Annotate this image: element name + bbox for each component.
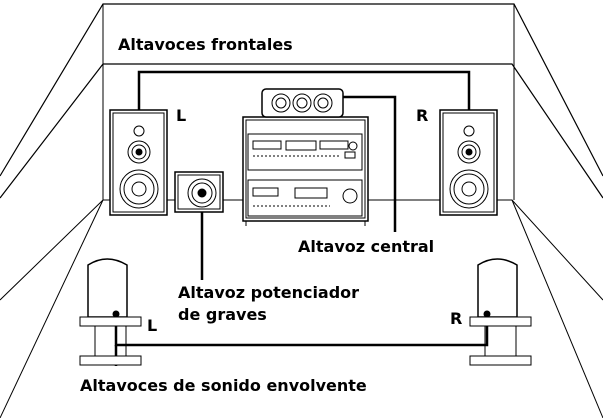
front-left-speaker [109,109,168,216]
subwoofer-label-line2: de graves [178,305,267,324]
surround-speakers-label: Altavoces de sonido envolvente [80,376,367,395]
subwoofer [174,171,224,213]
front-speakers-label: Altavoces frontales [118,35,293,54]
av-rack [242,116,369,226]
surround-left-speaker [79,258,142,366]
center-speaker-label: Altavoz central [298,237,435,256]
front-left-channel-label: L [176,106,187,125]
surround-right-channel-label: R [450,309,463,328]
surround-speaker-wiring [114,315,489,366]
front-right-speaker [439,109,498,216]
front-speaker-wiring [137,70,471,110]
center-speaker [261,88,344,118]
subwoofer-label-line1: Altavoz potenciador [178,283,360,302]
surround-right-speaker [469,258,532,366]
center-speaker-wiring [343,95,397,232]
surround-left-channel-label: L [147,316,158,335]
front-right-channel-label: R [416,106,429,125]
